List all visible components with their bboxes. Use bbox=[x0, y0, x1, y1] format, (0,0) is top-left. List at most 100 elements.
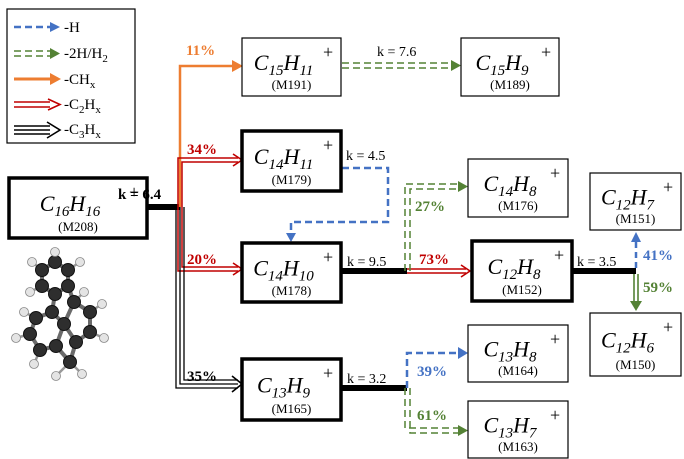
ion-formula: C14H11 bbox=[254, 144, 313, 173]
edge-m152-m150 bbox=[630, 274, 642, 311]
ion-node-m152: C12H8 + (M152) bbox=[470, 239, 574, 303]
legend-label-h: -H bbox=[64, 20, 80, 36]
ion-charge: + bbox=[323, 42, 333, 62]
legend-label-ch: -CHx bbox=[64, 72, 96, 91]
ion-box bbox=[589, 172, 682, 231]
legend-label-c3h: -C3Hx bbox=[64, 122, 101, 141]
ion-charge: + bbox=[663, 177, 673, 197]
ion-mass-label: (M176) bbox=[498, 198, 538, 213]
label-k-m152: k = 3.5 bbox=[577, 255, 616, 270]
edge-m191-m189 bbox=[342, 60, 461, 71]
ion-node-m189: C15H9 + (M189) bbox=[460, 37, 560, 97]
ion-node-m163: C13H7 + (M163) bbox=[467, 400, 569, 459]
ion-mass-label: (M165) bbox=[272, 401, 312, 416]
ion-box bbox=[7, 176, 149, 240]
ion-charge: + bbox=[550, 405, 560, 425]
legend-item-ch: -CHx bbox=[14, 72, 96, 91]
ion-box bbox=[240, 241, 343, 304]
ion-charge: + bbox=[550, 329, 560, 349]
ion-node-m208: C16H16 + (M208) bbox=[7, 176, 149, 240]
ion-charge: + bbox=[323, 247, 333, 267]
ion-charge: + bbox=[554, 245, 564, 265]
ion-node-m191: C15H11 + (M191) bbox=[241, 37, 342, 97]
ion-box bbox=[240, 357, 343, 422]
ion-mass-label: (M164) bbox=[498, 363, 538, 378]
edge-m208-m165 bbox=[175, 207, 244, 393]
ion-formula: C13H9 bbox=[257, 373, 311, 402]
ion-mass-label: (M150) bbox=[616, 357, 656, 372]
label-k-m191: k = 7.6 bbox=[377, 45, 416, 60]
label-pct-73: 73% bbox=[419, 252, 449, 268]
label-pct-35: 35% bbox=[187, 369, 217, 385]
label-pct-39: 39% bbox=[417, 364, 447, 380]
ion-node-m151: C12H7 + (M151) bbox=[589, 172, 682, 231]
ion-charge: + bbox=[663, 317, 673, 337]
label-k-m179: k = 4.5 bbox=[346, 149, 385, 164]
legend: -H -2H/H2 -CHx -C2Hx -C3Hx bbox=[6, 8, 136, 144]
legend-box bbox=[6, 8, 136, 144]
ion-box bbox=[460, 37, 560, 97]
ion-formula: C14H10 bbox=[253, 256, 314, 285]
molecule-model-image bbox=[11, 247, 109, 381]
ion-charge: + bbox=[323, 363, 333, 383]
edge-m165-m163 bbox=[404, 388, 468, 436]
ion-box bbox=[241, 37, 342, 97]
ion-formula: C14H8 bbox=[483, 171, 537, 200]
ion-charge: + bbox=[550, 163, 560, 183]
legend-item-c2h: -C2Hx bbox=[14, 97, 101, 116]
ion-charge: + bbox=[323, 135, 333, 155]
edge-m208-m179 bbox=[177, 153, 244, 207]
edge-m178-m152 bbox=[407, 264, 472, 278]
label-k-m165: k = 3.2 bbox=[347, 372, 386, 387]
ion-mass-label: (M152) bbox=[502, 282, 542, 297]
ion-mass-label: (M191) bbox=[272, 77, 312, 92]
ion-box bbox=[240, 129, 343, 193]
ion-charge: + bbox=[541, 42, 551, 62]
ion-node-m179: C14H11 + (M179) bbox=[240, 129, 343, 193]
label-pct-59: 59% bbox=[643, 280, 673, 296]
label-pct-61: 61% bbox=[417, 408, 447, 424]
legend-item-c3h: -C3Hx bbox=[14, 121, 101, 141]
ion-formula: C15H11 bbox=[254, 50, 313, 79]
ion-box bbox=[470, 239, 574, 303]
ion-mass-label: (M179) bbox=[272, 172, 312, 187]
ion-formula: C13H7 bbox=[483, 413, 538, 442]
legend-item-2h: -2H/H2 bbox=[14, 46, 108, 65]
ion-formula: C16H16 bbox=[40, 191, 101, 220]
ion-mass-label: (M208) bbox=[58, 219, 98, 234]
legend-item-h: -H bbox=[14, 20, 80, 36]
ion-box bbox=[467, 158, 569, 218]
legend-label-2h: -2H/H2 bbox=[64, 46, 108, 65]
ion-node-m176: C14H8 + (M176) bbox=[467, 158, 569, 218]
label-pct-27: 27% bbox=[415, 199, 445, 215]
ion-mass-label: (M189) bbox=[490, 77, 530, 92]
ion-formula: C12H8 bbox=[487, 254, 541, 283]
ion-node-m165: C13H9 + (M165) bbox=[240, 357, 343, 422]
ion-node-m164: C13H8+(M164) bbox=[467, 324, 569, 383]
ion-mass-label: (M163) bbox=[498, 439, 538, 454]
ion-box bbox=[589, 312, 682, 377]
edge-m179-m178 bbox=[286, 166, 390, 242]
label-pct-11: 11% bbox=[186, 43, 215, 59]
ion-charge: + bbox=[129, 182, 139, 202]
ion-formula: C12H6 bbox=[601, 328, 655, 357]
edge-m178-m176 bbox=[404, 181, 468, 271]
ion-mass-label: (M178) bbox=[272, 283, 312, 298]
ion-node-m150: C12H6 + (M150) bbox=[589, 312, 682, 377]
legend-label-c2h: -C2Hx bbox=[64, 97, 101, 116]
label-pct-20: 20% bbox=[187, 252, 217, 268]
ion-mass-label: (M151) bbox=[616, 211, 656, 226]
ion-box bbox=[467, 324, 569, 383]
edge-m165-m164 bbox=[405, 347, 468, 388]
nodes-layer: C16H16+(M208)C15H11+(M191)C15H9+(M189)C1… bbox=[7, 37, 682, 459]
ion-box bbox=[467, 400, 569, 459]
label-pct-41: 41% bbox=[643, 248, 673, 264]
label-k-m178: k = 9.5 bbox=[347, 255, 386, 270]
label-pct-34: 34% bbox=[187, 142, 217, 158]
ion-node-m178: C14H10 + (M178) bbox=[240, 241, 343, 304]
edge-m152-m151 bbox=[631, 232, 641, 268]
edge-m208-m191 bbox=[178, 60, 243, 207]
ion-formula: C15H9 bbox=[475, 50, 529, 79]
ion-formula: C12H7 bbox=[601, 185, 656, 214]
